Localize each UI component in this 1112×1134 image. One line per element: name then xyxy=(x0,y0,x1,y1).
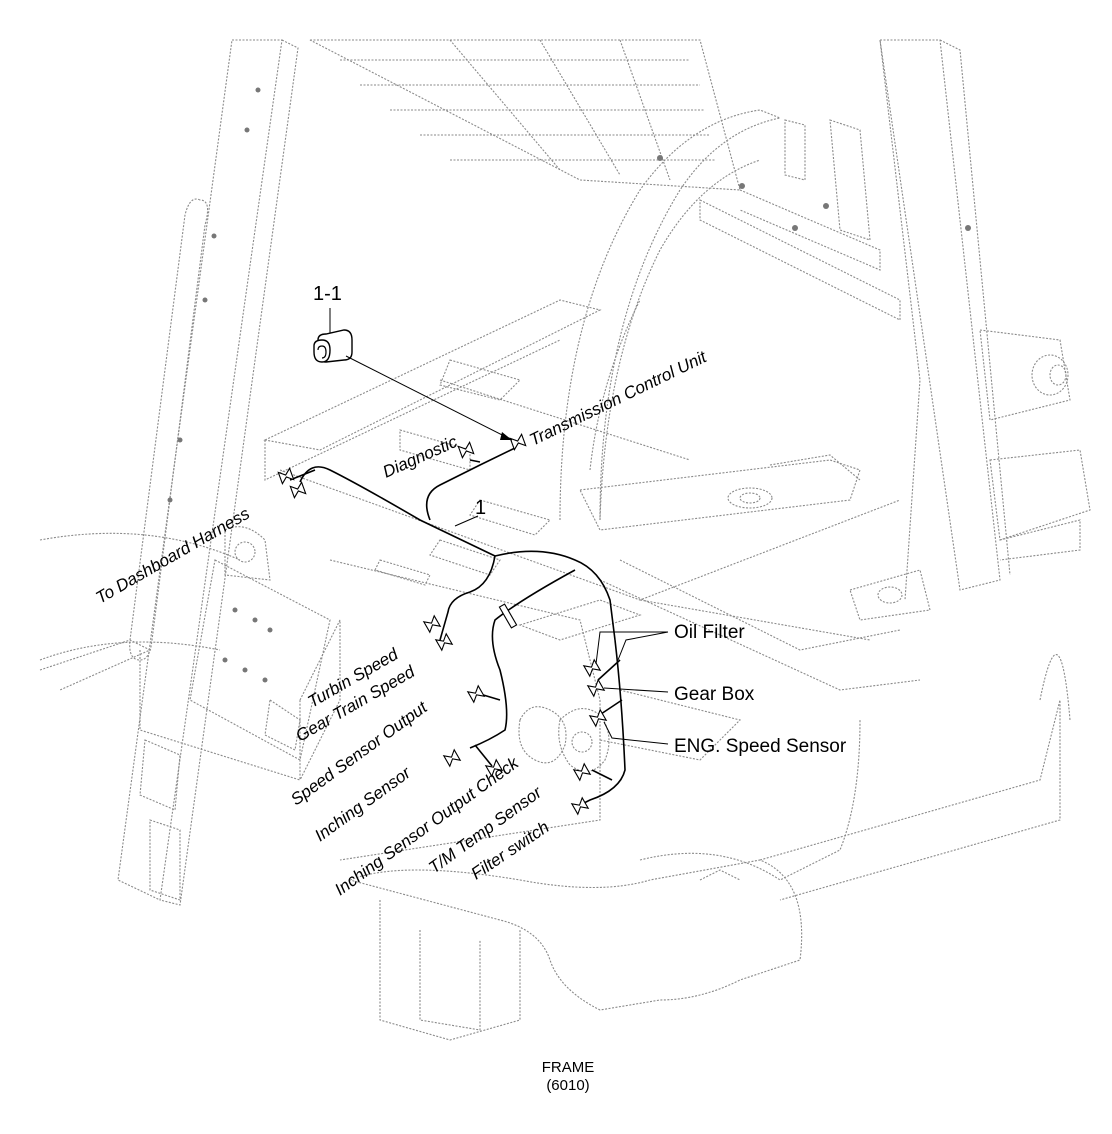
connector-turbin-speed xyxy=(422,614,442,634)
connector-oil-filter xyxy=(582,658,602,678)
connector-dashboard-b xyxy=(289,481,307,499)
connector-inching-output-check xyxy=(484,758,504,778)
connector-filter-switch xyxy=(570,796,590,816)
label-gear-box: Gear Box xyxy=(674,684,755,705)
connector-inching-sensor xyxy=(442,748,462,768)
connector-under-frame xyxy=(498,603,518,629)
caption-frame-number: (6010) xyxy=(546,1077,589,1094)
connector-eng-speed xyxy=(588,708,608,728)
label-oil-filter: Oil Filter xyxy=(674,622,745,643)
part-1-1-cap xyxy=(313,308,513,441)
part-1-leader xyxy=(454,515,479,527)
part-1-1-label: 1-1 xyxy=(313,283,342,305)
connector-tm-temp xyxy=(572,762,592,782)
caption-frame: FRAME xyxy=(542,1059,595,1076)
harness-part-1 xyxy=(289,447,626,806)
connector-tcu xyxy=(509,433,527,451)
part-1-label: 1 xyxy=(475,497,486,519)
label-eng-speed-sensor: ENG. Speed Sensor xyxy=(674,736,847,757)
connector-speed-sensor-output xyxy=(466,684,486,704)
label-diagnostic: Diagnostic xyxy=(380,432,461,482)
frame-line-art xyxy=(39,39,1091,1041)
connector-gear-train-speed xyxy=(434,632,454,652)
connector-dashboard-a xyxy=(277,467,295,485)
label-transmission-control-unit: Transmission Control Unit xyxy=(526,347,710,450)
label-leaders xyxy=(595,631,669,745)
connector-diagnostic xyxy=(457,441,475,459)
label-to-dashboard-harness: To Dashboard Harness xyxy=(93,504,254,608)
connector-gear-box xyxy=(586,678,606,698)
label-speed-sensor-output: Speed Sensor Output xyxy=(287,697,431,809)
